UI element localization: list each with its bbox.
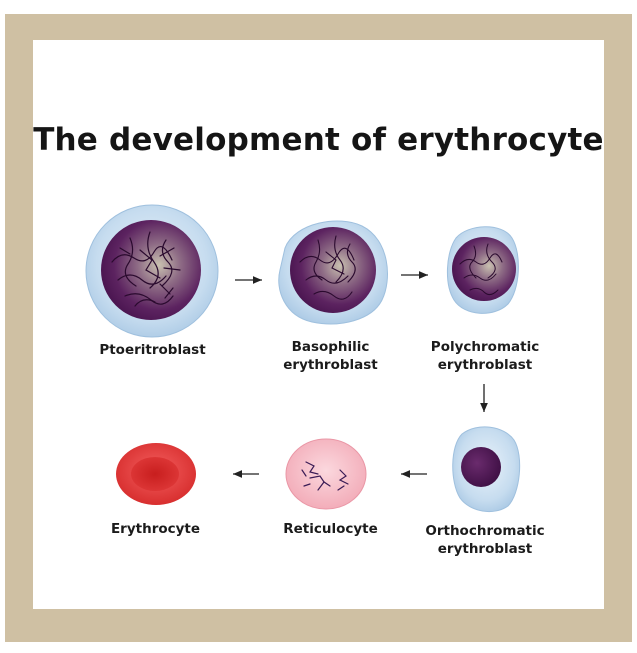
label-proerythroblast: Ptoeritroblast [80,341,225,359]
label-line: Erythrocyte [110,521,201,537]
label-erythrocyte: Erythrocyte [83,520,228,538]
label-line: erythroblast [283,357,378,373]
label-line: Ptoeritroblast [99,342,206,358]
label-line: erythroblast [437,357,533,373]
diagram-title: The development of erythrocyte [33,122,604,158]
label-orthochromatic-erythroblast: Orthochromatic erythroblast [410,522,560,558]
erythrocyte-cell [116,443,196,505]
label-polychromatic-erythroblast: Polychromatic erythroblast [410,338,560,374]
proerythroblast-cell [85,204,219,338]
label-line: Orthochromatic [425,523,545,539]
basophilic-erythroblast-cell [278,220,388,325]
label-line: erythroblast [437,541,533,557]
reticulocyte-cell [285,438,367,510]
label-basophilic-erythroblast: Basophilic erythroblast [258,338,403,374]
polychromatic-erythroblast-cell [446,226,519,314]
label-line: Reticulocyte [283,521,378,537]
label-reticulocyte: Reticulocyte [258,520,403,538]
label-line: Polychromatic [430,339,540,355]
orthochromatic-erythroblast-cell [452,426,521,513]
label-line: Basophilic [291,339,370,355]
